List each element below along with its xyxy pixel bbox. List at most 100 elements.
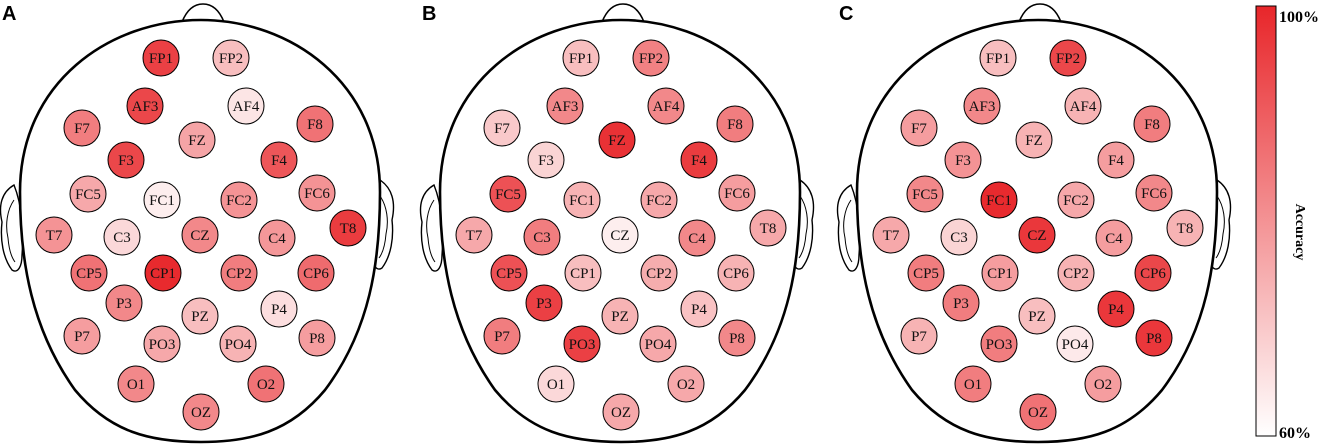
electrode-circle	[900, 109, 938, 147]
electrode-circle	[980, 325, 1018, 363]
electrode-circle	[297, 254, 335, 292]
electrode-circle	[1049, 39, 1087, 77]
electrode-circle	[906, 175, 944, 213]
electrode-label: F7	[494, 121, 510, 137]
electrode-f7: F7	[63, 109, 101, 147]
electrode-label: O1	[964, 377, 982, 393]
electrode-circle	[749, 209, 787, 247]
electrode-circle	[258, 219, 296, 257]
electrode-label: PO4	[225, 337, 252, 353]
electrode-oz: OZ	[182, 393, 220, 431]
electrode-label: F8	[727, 117, 743, 133]
electrode-label: O2	[1094, 377, 1112, 393]
nose-outline	[181, 3, 225, 23]
electrode-fc6: FC6	[718, 174, 756, 212]
electrode-fp2: FP2	[1049, 39, 1087, 77]
electrode-circle	[70, 254, 108, 292]
electrode-label: FZ	[1025, 133, 1043, 149]
electrode-circle	[220, 254, 258, 292]
electrode-circle	[523, 218, 561, 256]
electrode-label: F8	[307, 117, 323, 133]
electrode-circle	[1095, 219, 1133, 257]
electrode-circle	[718, 174, 756, 212]
electrode-p8: P8	[718, 319, 756, 357]
electrode-label: CP2	[646, 266, 672, 282]
electrode-label: FZ	[188, 133, 206, 149]
electrode-label: AF4	[1070, 99, 1097, 115]
electrode-circle	[640, 181, 678, 219]
right-ear-inner	[798, 195, 808, 259]
electrode-c4: C4	[678, 219, 716, 257]
electrode-label: C4	[268, 231, 286, 247]
panel-letter: C	[839, 3, 853, 25]
electrode-circle	[1134, 254, 1172, 292]
electrode-label: AF3	[969, 99, 996, 115]
left-ear-inner	[426, 199, 436, 263]
electrode-circle	[107, 141, 145, 179]
electrode-circle	[260, 290, 298, 328]
electrode-label: F3	[538, 153, 554, 169]
electrode-po4: PO4	[219, 325, 257, 363]
electrode-label: CP2	[1063, 266, 1089, 282]
electrode-cp6: CP6	[1134, 254, 1172, 292]
electrode-p3: P3	[942, 284, 980, 322]
electrode-label: FP2	[1056, 51, 1080, 67]
electrode-circle	[979, 39, 1017, 77]
electrode-circle	[716, 105, 754, 143]
electrode-f4: F4	[1097, 141, 1135, 179]
electrode-circle	[490, 254, 528, 292]
electrode-f7: F7	[900, 109, 938, 147]
electrode-circle	[563, 181, 601, 219]
electrode-c3: C3	[940, 218, 978, 256]
electrode-circle	[298, 319, 336, 357]
electrode-fz: FZ	[598, 121, 636, 159]
electrode-label: F3	[955, 153, 971, 169]
electrode-circle	[103, 218, 141, 256]
electrode-fc2: FC2	[220, 181, 258, 219]
electrode-label: P7	[911, 329, 927, 345]
electrode-label: FC5	[75, 187, 101, 203]
electrode-label: CP1	[987, 266, 1013, 282]
electrode-fc1: FC1	[980, 181, 1018, 219]
electrode-af4: AF4	[647, 87, 685, 125]
electrode-circle	[562, 39, 600, 77]
electrode-circle	[963, 87, 1001, 125]
electrode-circle	[680, 290, 718, 328]
electrode-fp1: FP1	[142, 39, 180, 77]
electrode-circle	[296, 105, 334, 143]
electrode-label: F7	[911, 121, 927, 137]
electrode-label: FP1	[149, 51, 173, 67]
electrode-label: PO3	[986, 337, 1013, 353]
electrode-fc5: FC5	[69, 175, 107, 213]
electrode-fc6: FC6	[1135, 174, 1173, 212]
electrode-circle	[1166, 209, 1204, 247]
electrode-cp1: CP1	[981, 254, 1019, 292]
electrode-fz: FZ	[1015, 121, 1053, 159]
electrode-label: FP2	[639, 51, 663, 67]
electrode-label: F7	[74, 121, 90, 137]
electrode-t7: T7	[872, 216, 910, 254]
electrode-circle	[1019, 393, 1057, 431]
electrode-f8: F8	[716, 105, 754, 143]
electrode-f3: F3	[107, 141, 145, 179]
electrode-label: T7	[883, 228, 900, 244]
electrode-label: FC2	[646, 193, 672, 209]
electrode-circle	[483, 317, 521, 355]
electrode-circle	[455, 216, 493, 254]
electrode-circle	[1097, 290, 1135, 328]
panel-letter: A	[2, 3, 16, 25]
electrode-fz: FZ	[178, 121, 216, 159]
electrode-label: CP5	[496, 266, 522, 282]
electrode-label: P8	[309, 331, 325, 347]
electrode-circle	[639, 325, 677, 363]
electrode-label: FC5	[495, 187, 521, 203]
electrode-circle	[598, 121, 636, 159]
electrode-label: P4	[691, 302, 707, 318]
right-ear-inner	[1215, 195, 1225, 259]
electrode-label: FP2	[219, 51, 243, 67]
electrode-c3: C3	[523, 218, 561, 256]
